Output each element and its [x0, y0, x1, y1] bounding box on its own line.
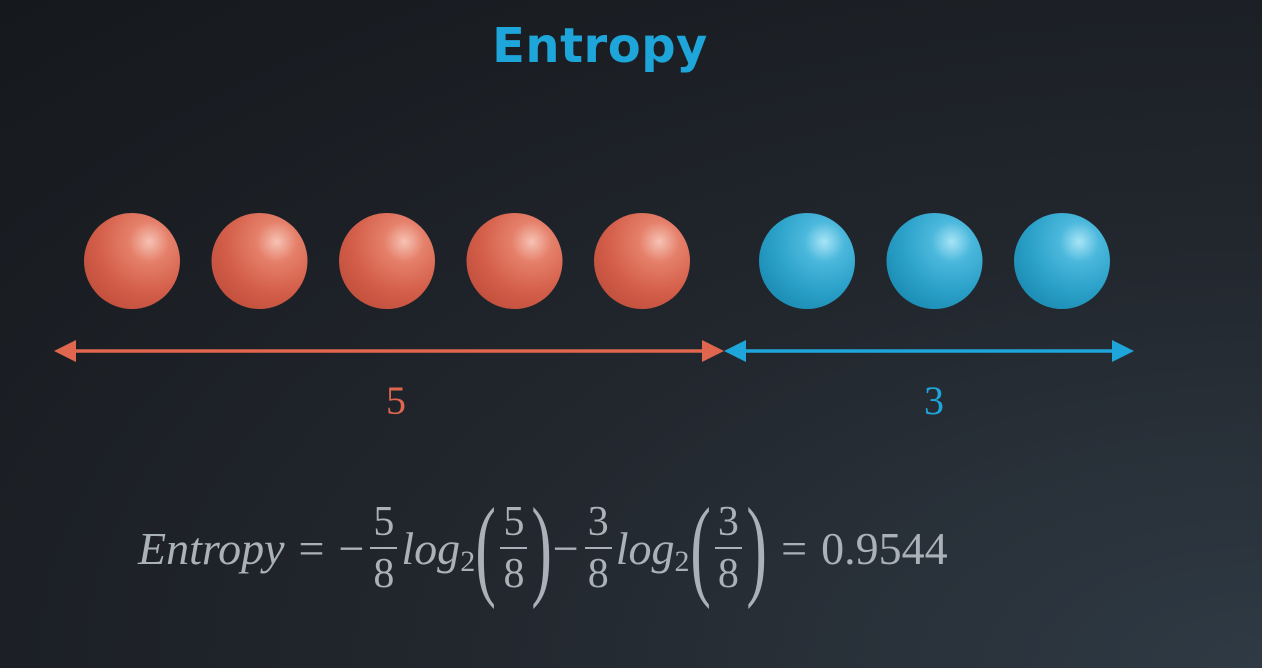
blue-count-label: 3	[924, 378, 944, 423]
formula-minus-2: −	[552, 522, 579, 574]
log-base-term2: 2	[674, 545, 690, 578]
open-paren-2: (	[689, 486, 711, 610]
fraction-denominator: 8	[714, 547, 742, 595]
fraction-denominator: 8	[370, 547, 398, 595]
fraction-numerator: 5	[373, 499, 395, 545]
blue-ball	[1014, 213, 1110, 309]
page-title: Entropy	[492, 18, 708, 74]
open-paren-1: (	[475, 486, 497, 610]
fraction-numerator: 3	[587, 499, 609, 545]
log-term1: log	[401, 522, 461, 574]
formula-equals: =	[298, 522, 325, 574]
close-paren-1: )	[531, 486, 553, 610]
fraction-term2-coefficient: 3 8	[584, 499, 612, 595]
log-term2: log	[615, 522, 675, 574]
red-count-label: 5	[386, 378, 406, 423]
red-ball	[84, 213, 180, 309]
fraction-term2-argument: 3 8	[714, 499, 742, 595]
log-base-term1: 2	[460, 545, 476, 578]
blue-ball	[759, 213, 855, 309]
red-ball	[211, 213, 308, 309]
formula-equals-result: =	[781, 522, 808, 574]
arrow-right-head-icon	[702, 340, 724, 362]
fraction-term1-coefficient: 5 8	[370, 499, 398, 595]
fraction-denominator: 8	[584, 547, 612, 595]
red-group-arrow	[54, 340, 724, 362]
arrow-right-head-icon	[1112, 340, 1134, 362]
fraction-term1-argument: 5 8	[500, 499, 528, 595]
formula-lhs: Entropy	[138, 522, 285, 574]
formula-result: 0.9544	[821, 522, 948, 574]
close-paren-2: )	[746, 486, 767, 610]
red-ball	[594, 213, 690, 309]
blue-ball	[886, 213, 983, 309]
fraction-denominator: 8	[500, 547, 528, 595]
arrow-left-head-icon	[724, 340, 746, 362]
formula-minus-1: −	[338, 522, 365, 574]
fraction-numerator: 5	[503, 499, 525, 545]
fraction-numerator: 3	[717, 499, 739, 545]
red-ball	[339, 213, 435, 309]
red-ball	[466, 213, 563, 309]
arrow-left-head-icon	[54, 340, 76, 362]
blue-group-arrow	[724, 340, 1134, 362]
